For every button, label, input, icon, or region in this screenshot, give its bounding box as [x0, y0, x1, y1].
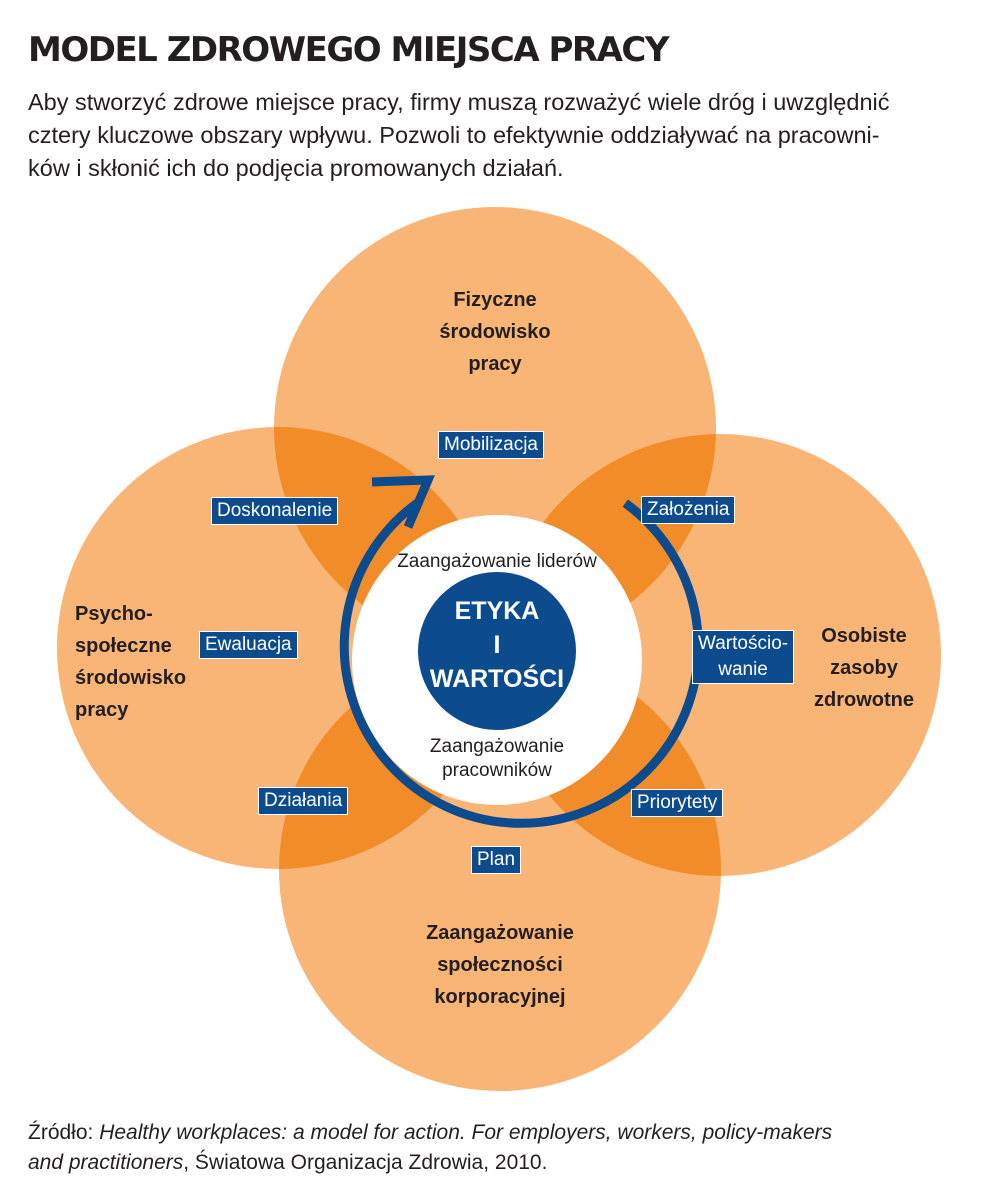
- leaders-engagement-label: Zaangażowanie liderów: [397, 551, 597, 572]
- intro-line: cztery kluczowe obszary wpływu. Pozwoli …: [28, 122, 880, 148]
- area-label-psychosocial-environment: Psycho- społeczne środowisko pracy: [75, 603, 187, 721]
- workers-engagement-label: Zaangażowanie pracowników: [429, 736, 565, 781]
- page-title: MODEL ZDROWEGO MIEJSCA PRACY: [28, 30, 669, 70]
- area-label-physical-environment: Fizyczne środowisko pracy: [439, 289, 551, 375]
- source-title: Healthy workplaces: a model for action. …: [99, 1121, 833, 1144]
- intro-line: Aby stworzyć zdrowe miejsce pracy, firmy…: [28, 89, 890, 115]
- source-note: Źródło: Healthy workplaces: a model for …: [28, 1118, 832, 1178]
- stage-dzialania: Działania: [258, 787, 349, 815]
- source-title-cont: and practitioners: [28, 1151, 184, 1174]
- source-line-1: Źródło: Healthy workplaces: a model for …: [28, 1121, 833, 1144]
- stage-mobilizacja: Mobilizacja: [438, 431, 544, 459]
- cycle-ring: [339, 498, 703, 828]
- overlap-top-right: [499, 434, 716, 649]
- stage-plan: Plan: [471, 846, 522, 874]
- core-disc: [418, 572, 576, 730]
- stage-priorytety: Priorytety: [631, 789, 724, 817]
- cycle-arrow-head: [371, 475, 435, 529]
- intro-line: ków i skłonić ich do podjęcia promowanyc…: [28, 155, 564, 181]
- stage-ewaluacja: Ewaluacja: [199, 631, 298, 659]
- area-label-personal-health-resources: Osobiste zasoby zdrowotne: [814, 625, 914, 711]
- area-label-enterprise-community-involvement: Zaangażowanie społeczności korporacyjnej: [426, 922, 574, 1008]
- stage-zalozenia: Założenia: [641, 496, 736, 524]
- core-ethics-values-label: ETYKA I WARTOŚCI: [429, 597, 565, 693]
- intro-text: Aby stworzyć zdrowe miejsce pracy, firmy…: [28, 86, 978, 185]
- stage-doskonalenie: Doskonalenie: [211, 497, 339, 525]
- source-line-2: and practitioners, Światowa Organizacja …: [28, 1151, 548, 1174]
- stage-wartosciowanie: Wartościo- wanie: [692, 630, 795, 684]
